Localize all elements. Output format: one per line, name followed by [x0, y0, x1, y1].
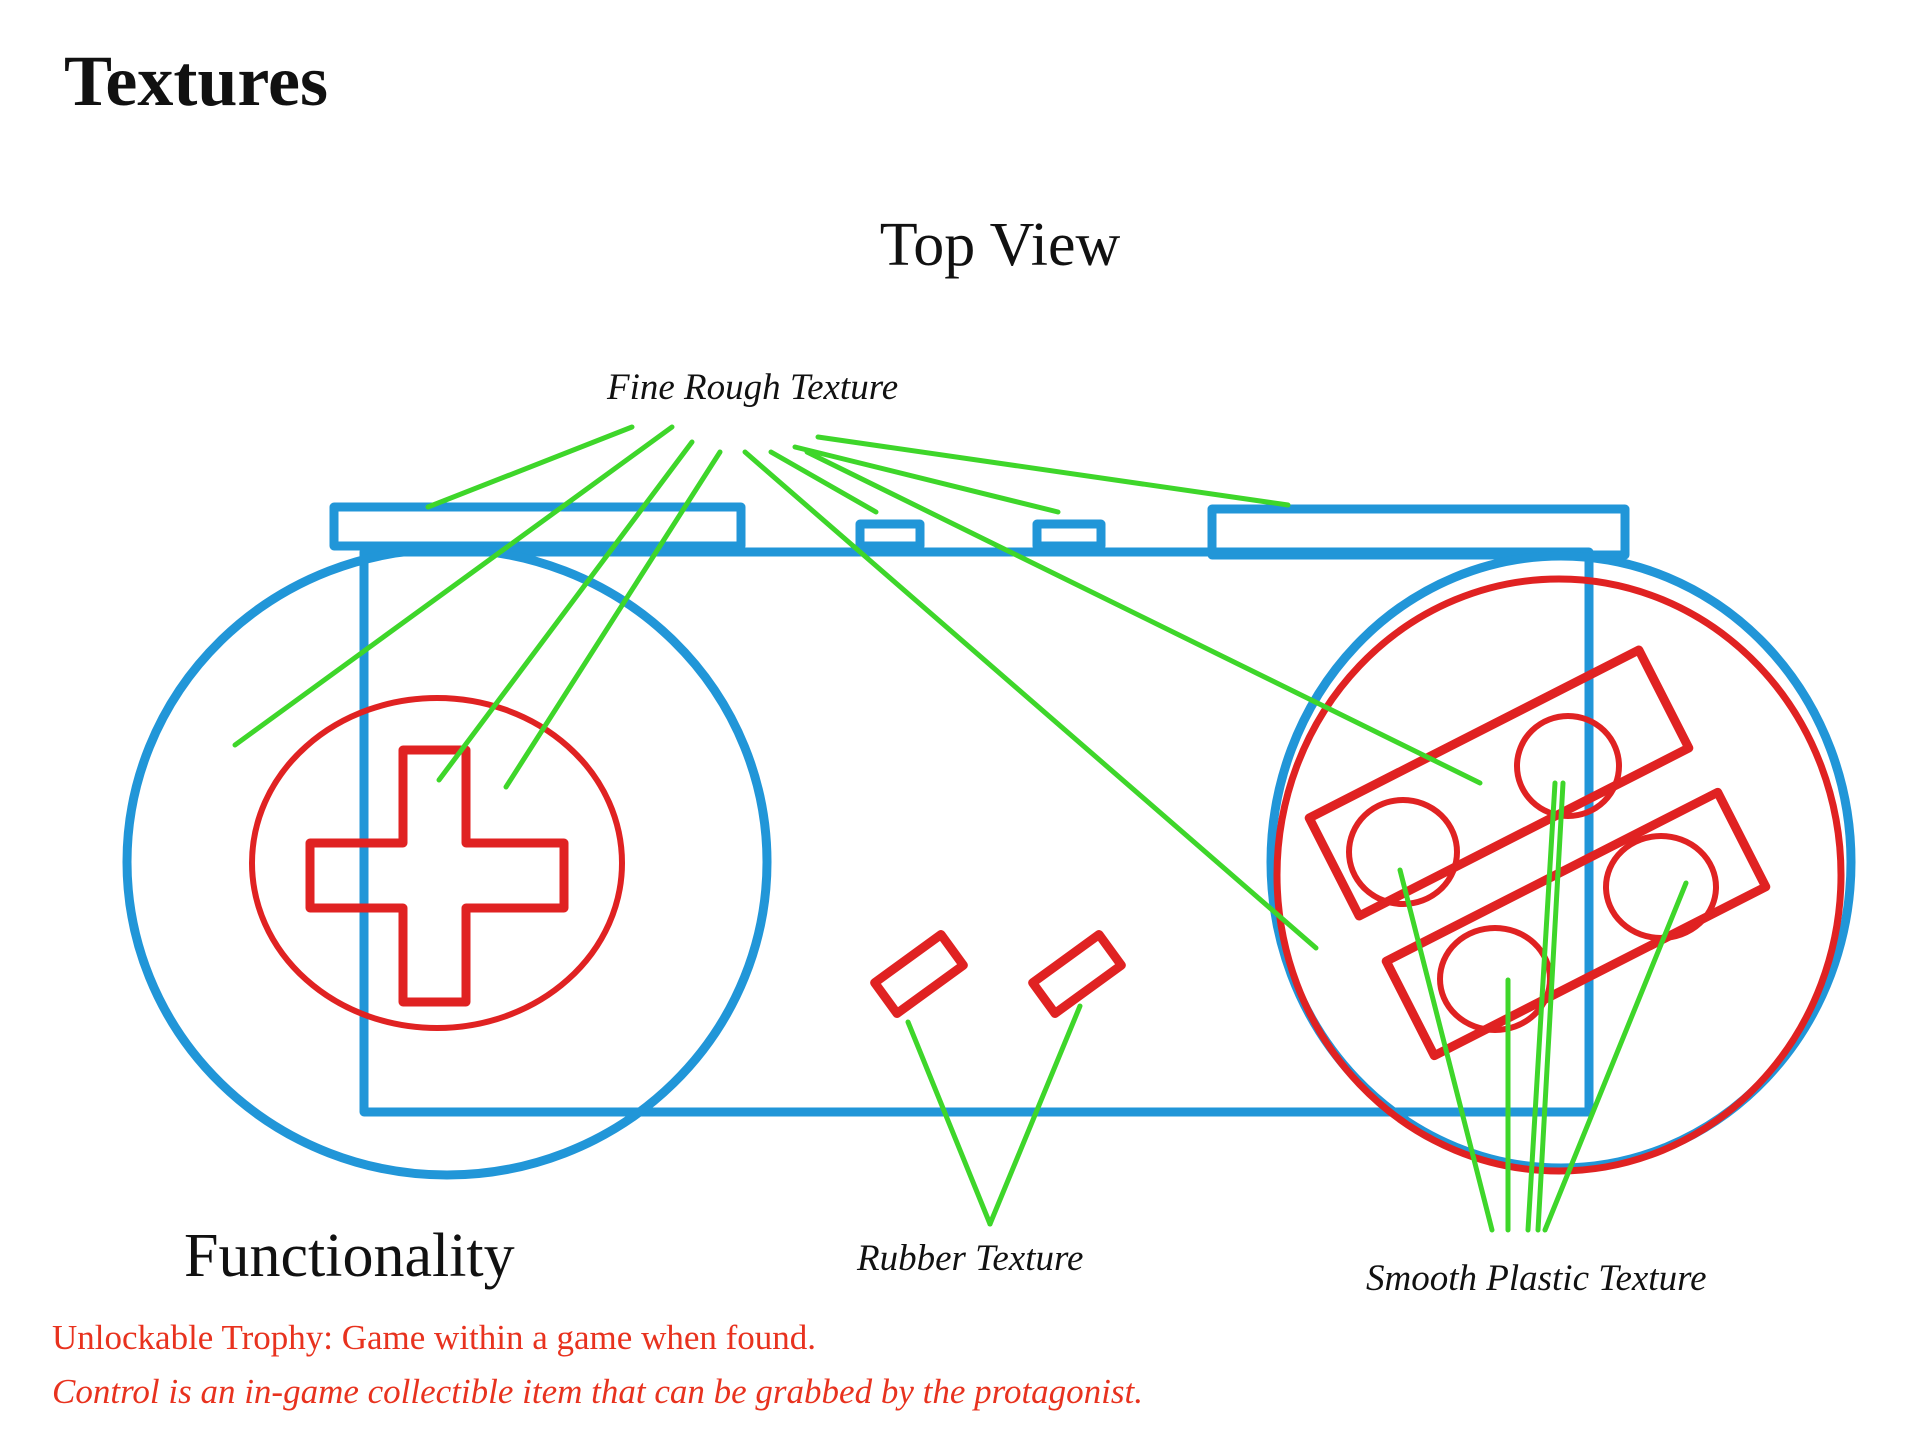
face-button-plate-top [1304, 645, 1694, 921]
start-button [1028, 930, 1126, 1018]
body-frame [359, 547, 1594, 1117]
select-button [870, 930, 968, 1018]
leader-smooth-1 [1397, 867, 1495, 1233]
face-button-right [1603, 833, 1719, 941]
leader-fine-9 [815, 434, 1291, 508]
leader-fine-4 [503, 449, 723, 790]
label-smooth-plastic-texture: Smooth Plastic Texture [1366, 1258, 1707, 1299]
functionality-note-trophy: Unlockable Trophy: Game within a game wh… [52, 1318, 817, 1357]
face-button-top [1514, 713, 1622, 819]
page-title: Textures [64, 41, 329, 121]
view-title: Top View [879, 211, 1121, 279]
leader-smooth-4 [1535, 780, 1566, 1233]
leader-rubber-1 [905, 1019, 993, 1227]
leader-fine-2 [232, 424, 675, 748]
shoulder-mid-right [1032, 519, 1106, 551]
leader-fine-1 [425, 424, 635, 510]
face-button-left [1346, 797, 1460, 907]
leader-fine-3 [436, 439, 695, 783]
functionality-note-collectible: Control is an in-game collectible item t… [52, 1372, 1143, 1411]
functionality-heading: Functionality [184, 1222, 515, 1290]
face-button-plate-bottom [1381, 787, 1771, 1061]
leader-smooth-5 [1542, 880, 1689, 1233]
leader-smooth-3 [1525, 780, 1558, 1233]
shoulder-left [329, 502, 746, 551]
shoulder-mid-left [855, 519, 925, 551]
leader-fine-5 [742, 449, 1319, 951]
dpad-ring [249, 695, 625, 1031]
left-grip [122, 544, 772, 1180]
leader-fine-6 [768, 449, 879, 515]
leader-fine-8 [804, 449, 1483, 786]
label-fine-rough-texture: Fine Rough Texture [607, 367, 899, 408]
dpad-cross [305, 745, 569, 1007]
leader-rubber-2 [987, 1003, 1083, 1227]
face-ring [1273, 575, 1845, 1175]
label-rubber-texture: Rubber Texture [857, 1238, 1084, 1279]
face-button-bottom [1437, 925, 1553, 1033]
leader-fine-7 [792, 444, 1061, 515]
